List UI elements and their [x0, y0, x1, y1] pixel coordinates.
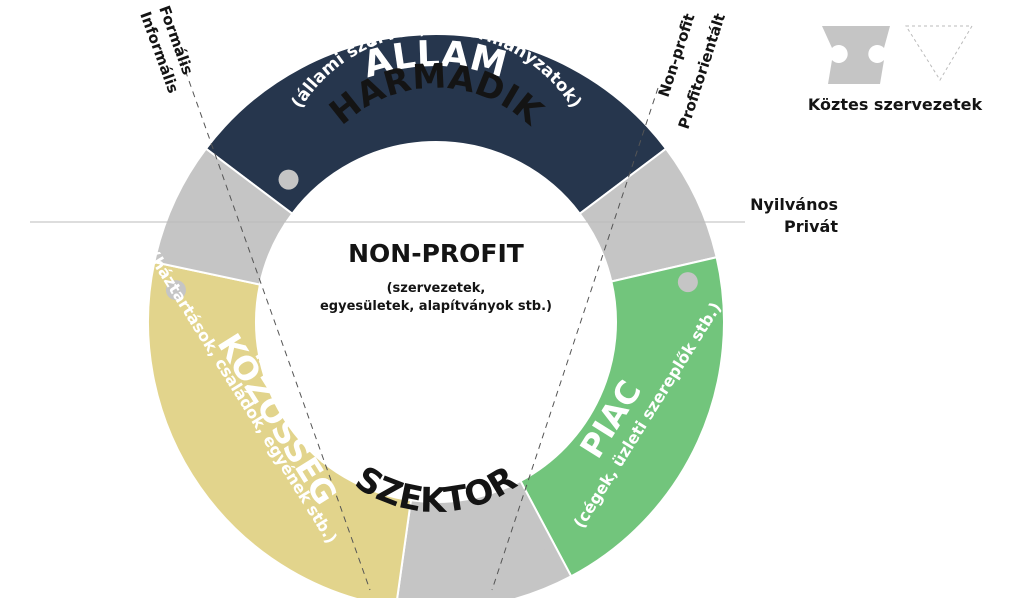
intermediate-kozosseg-allam — [153, 147, 294, 286]
legend-label: Köztes szervezetek — [808, 95, 983, 114]
segment-allam — [204, 33, 668, 216]
axis-label-public: Nyilvános — [750, 195, 838, 214]
center-subtitle-line2: egyesületek, alapítványok stb.) — [320, 299, 552, 314]
segment-kozosseg — [147, 260, 413, 598]
formal-informal-divider — [177, 49, 371, 591]
legend: Köztes szervezetek — [808, 25, 983, 114]
legend-puzzle-swatch — [822, 26, 890, 84]
nonprofit-profit-divider — [491, 87, 659, 591]
segment-piac — [519, 256, 725, 578]
axis-label-private: Privát — [784, 217, 838, 236]
puzzle-knob — [536, 549, 557, 570]
legend-outline-swatch — [905, 25, 973, 81]
center-title: NON-PROFIT — [348, 239, 524, 268]
puzzle-knob — [165, 280, 186, 301]
center-subtitle-line1: (szervezetek, — [387, 281, 486, 296]
puzzle-knob — [677, 272, 698, 293]
puzzle-knob — [578, 174, 599, 195]
puzzle-knob — [278, 169, 299, 190]
puzzle-knob — [362, 566, 383, 587]
